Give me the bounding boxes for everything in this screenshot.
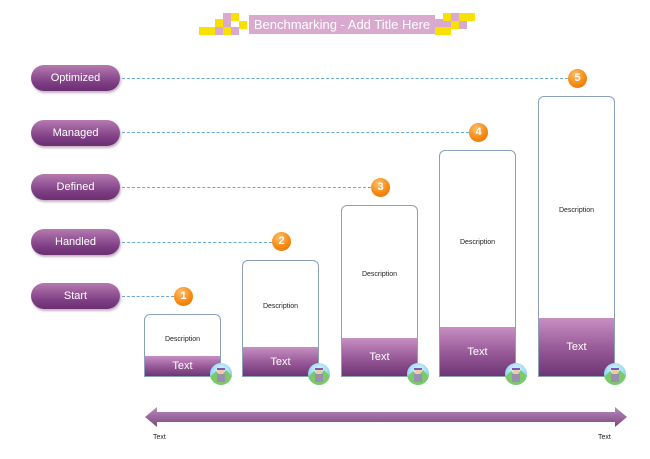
title-banner: Benchmarking - Add Title Here xyxy=(199,13,483,35)
level-badge-3: 3 xyxy=(371,178,390,197)
dashed-connector xyxy=(122,78,568,79)
dashed-connector xyxy=(122,296,174,297)
column-description: Description xyxy=(459,239,495,246)
person-landscape-icon xyxy=(604,363,626,385)
double-arrow xyxy=(145,407,627,427)
level-pill-defined: Defined xyxy=(31,174,120,200)
level-pill-handled: Handled xyxy=(31,229,120,255)
page-title: Benchmarking - Add Title Here xyxy=(249,15,435,34)
column-description: Description xyxy=(262,303,298,310)
dashed-connector xyxy=(122,132,469,133)
level-badge-5: 5 xyxy=(568,69,587,88)
level-badge-4: 4 xyxy=(469,123,488,142)
dashed-connector xyxy=(122,187,371,188)
person-landscape-icon xyxy=(210,363,232,385)
stage-column-3: Description Text xyxy=(341,205,418,377)
column-text: Text xyxy=(243,347,318,376)
stage-column-5: Description Text xyxy=(538,96,615,377)
stage-column-1: Description Text xyxy=(144,314,221,377)
column-text: Text xyxy=(539,318,614,376)
column-text: Text xyxy=(440,327,515,376)
column-text: Text xyxy=(342,338,417,376)
column-description: Description xyxy=(558,207,594,214)
level-badge-2: 2 xyxy=(272,232,291,251)
column-description: Description xyxy=(361,271,397,278)
arrow-right-label: Text xyxy=(598,434,611,441)
column-description: Description xyxy=(164,336,200,343)
person-landscape-icon xyxy=(407,363,429,385)
level-pill-managed: Managed xyxy=(31,120,120,146)
arrow-left-label: Text xyxy=(153,434,166,441)
level-pill-start: Start xyxy=(31,283,120,309)
column-text: Text xyxy=(145,356,220,376)
level-badge-1: 1 xyxy=(174,287,193,306)
level-pill-optimized: Optimized xyxy=(31,65,120,91)
dashed-connector xyxy=(122,242,272,243)
stage-column-2: Description Text xyxy=(242,260,319,377)
person-landscape-icon xyxy=(505,363,527,385)
person-landscape-icon xyxy=(308,363,330,385)
stage-column-4: Description Text xyxy=(439,150,516,377)
